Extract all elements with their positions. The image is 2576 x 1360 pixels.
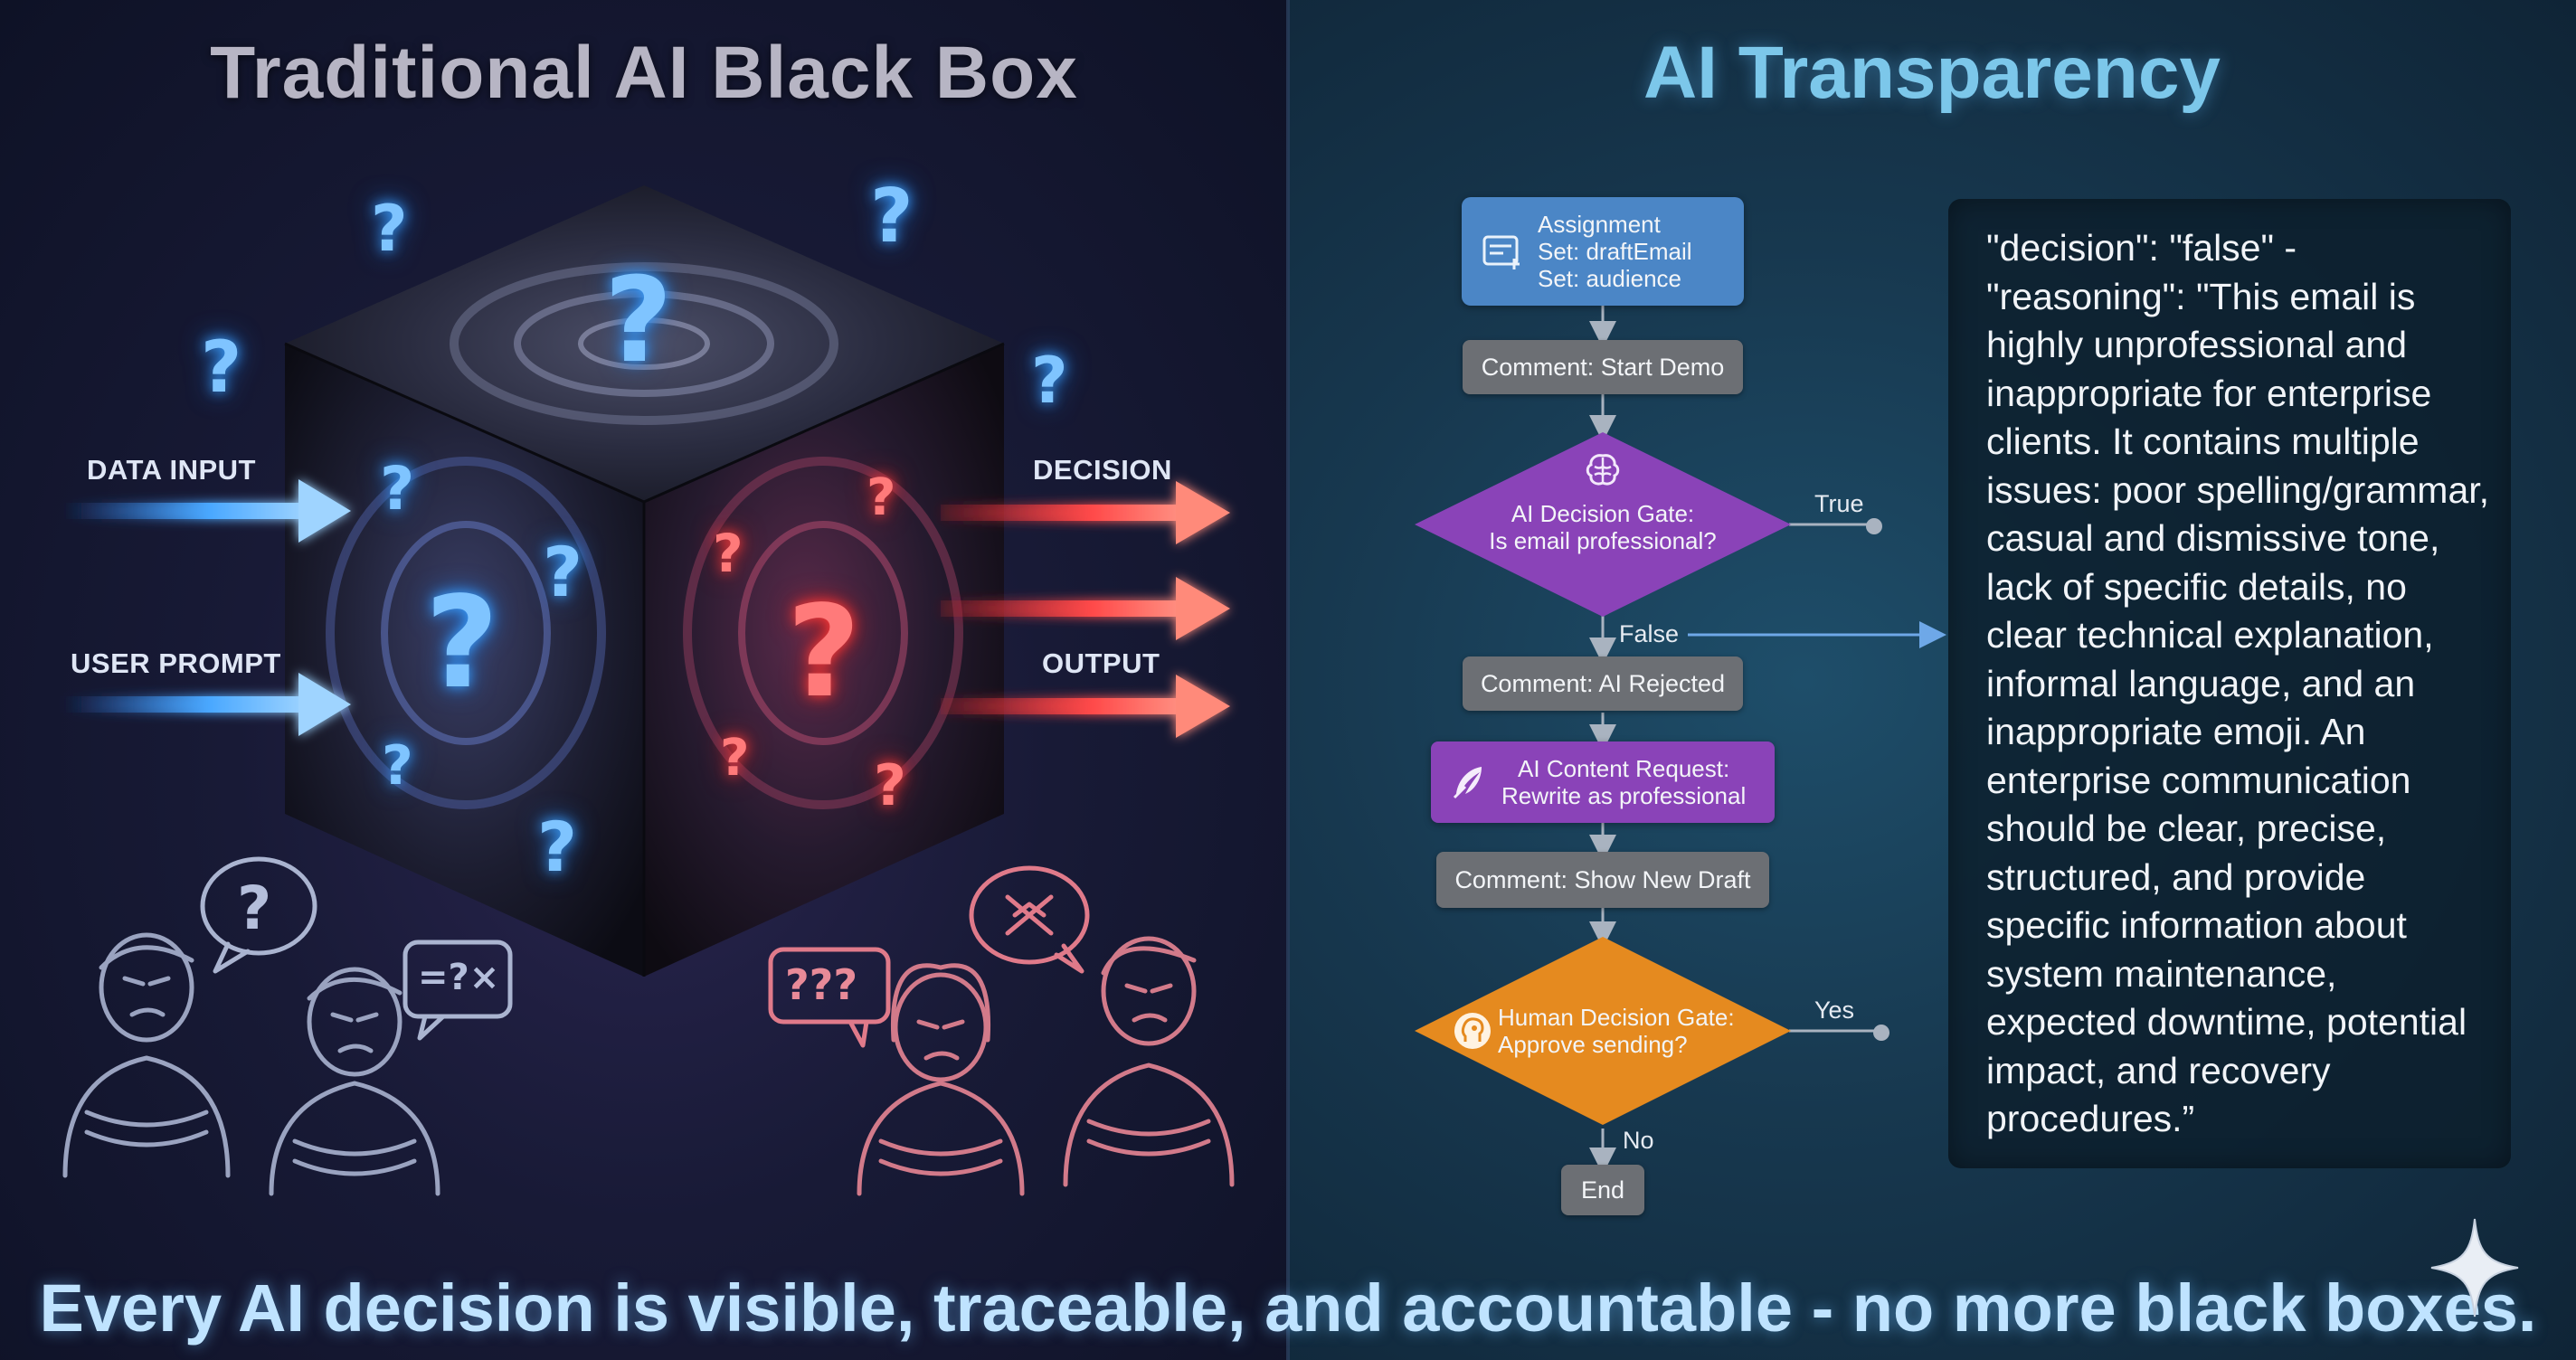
end-node[interactable]: End xyxy=(1561,1165,1644,1215)
sparkle-icon xyxy=(2430,1218,2519,1318)
data-input-arrow xyxy=(63,479,351,543)
ai-gate-question: Is email professional? xyxy=(1489,527,1717,554)
frustrated-person-3 xyxy=(857,963,1025,1196)
frustrated-person-4 xyxy=(1063,936,1235,1187)
no-label: No xyxy=(1623,1127,1654,1154)
black-box-illustration xyxy=(62,185,1235,1196)
brain-icon xyxy=(1586,454,1620,486)
content-request-title: AI Content Request: xyxy=(1518,755,1730,782)
panel-divider xyxy=(1286,0,1290,1360)
output-arrow-lower xyxy=(941,675,1230,738)
user-prompt-arrow xyxy=(63,673,351,736)
reasoning-panel xyxy=(1948,199,2511,1168)
decision-label: DECISION xyxy=(1033,454,1172,486)
bubble-confused-text: =?× xyxy=(418,957,500,998)
true-label: True xyxy=(1814,490,1864,517)
frustrated-person-2 xyxy=(269,967,440,1196)
question-mark: ? xyxy=(537,807,578,887)
human-head-icon xyxy=(1454,1013,1491,1049)
question-mark: ? xyxy=(867,468,896,527)
question-mark: ? xyxy=(371,192,408,266)
speech-bubble-confused xyxy=(402,940,513,1041)
data-input-label: DATA INPUT xyxy=(87,454,256,486)
question-mark: ? xyxy=(382,734,413,798)
question-mark: ? xyxy=(604,251,673,389)
output-arrow-upper xyxy=(941,577,1230,640)
quill-icon xyxy=(1453,767,1482,799)
speech-bubble-angry xyxy=(969,865,1090,974)
question-mark: ? xyxy=(380,454,415,524)
comment-ai-rejected-node[interactable]: Comment: AI Rejected xyxy=(1463,656,1743,711)
yes-label: Yes xyxy=(1814,996,1855,1024)
user-prompt-label: USER PROMPT xyxy=(71,647,281,679)
question-mark: ? xyxy=(787,579,861,726)
bubble-triple-question-text: ??? xyxy=(785,960,858,1009)
human-gate-title: Human Decision Gate: xyxy=(1498,1004,1735,1031)
ai-decision-gate-node[interactable]: AI Decision Gate: Is email professional? xyxy=(1451,500,1755,554)
output-label: OUTPUT xyxy=(1042,647,1160,679)
human-gate-question: Approve sending? xyxy=(1498,1031,1688,1058)
ai-content-request-node[interactable]: AI Content Request: Rewrite as professio… xyxy=(1431,741,1775,823)
assignment-title: Assignment xyxy=(1538,211,1661,238)
speech-bubble-triple-question xyxy=(768,947,891,1048)
bubble-question-text: ? xyxy=(237,874,272,943)
reasoning-text: "decision": "false" - "reasoning": "This… xyxy=(1986,227,2490,1139)
comment-start-demo-node[interactable]: Comment: Start Demo xyxy=(1463,340,1743,394)
question-mark: ? xyxy=(543,532,583,612)
black-box-cube xyxy=(284,185,1005,977)
question-mark: ? xyxy=(425,570,499,717)
false-label: False xyxy=(1619,620,1680,647)
question-mark: ? xyxy=(1031,344,1068,418)
question-mark: ? xyxy=(713,523,743,584)
content-request-action: Rewrite as professional xyxy=(1501,782,1747,809)
human-decision-gate-node[interactable]: Human Decision Gate: Approve sending? xyxy=(1498,1004,1751,1058)
form-icon xyxy=(1482,235,1520,269)
assignment-node[interactable]: Assignment Set: draftEmail Set: audience xyxy=(1462,197,1744,306)
question-mark: ? xyxy=(874,752,906,818)
footer-tagline: Every AI decision is visible, traceable,… xyxy=(39,1270,2537,1346)
question-mark: ? xyxy=(870,174,914,260)
transparency-title: AI Transparency xyxy=(1643,32,2221,114)
frustrated-person-1 xyxy=(62,932,231,1178)
black-box-title: Traditional AI Black Box xyxy=(210,32,1078,114)
speech-bubble-question xyxy=(200,856,317,974)
question-mark: ? xyxy=(720,729,750,788)
comment-show-new-draft-node[interactable]: Comment: Show New Draft xyxy=(1436,852,1769,908)
ai-gate-title: AI Decision Gate: xyxy=(1511,500,1695,527)
assignment-set-audience: Set: audience xyxy=(1538,265,1682,292)
assignment-set-draft: Set: draftEmail xyxy=(1538,238,1692,265)
question-mark: ? xyxy=(201,327,242,409)
decision-arrow xyxy=(941,481,1230,544)
